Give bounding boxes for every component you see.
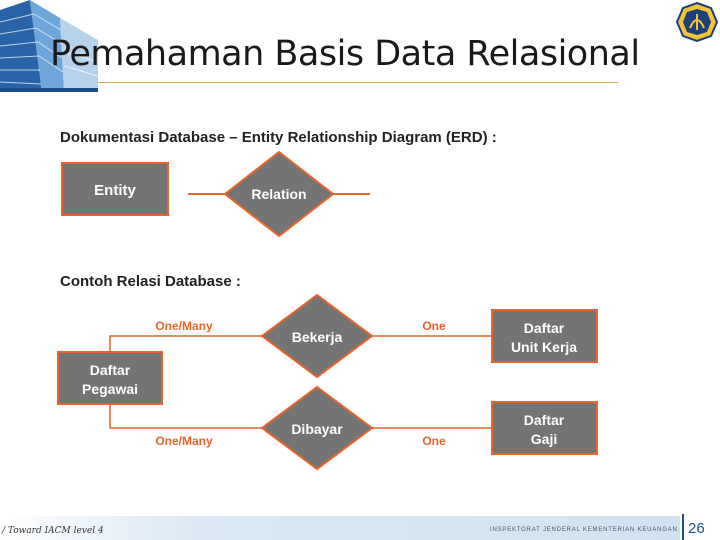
slide-title: Pemahaman Basis Data Relasional: [50, 34, 640, 74]
ministry-emblem-icon: [676, 2, 718, 42]
title-underline: [98, 82, 618, 83]
relation-bekerja: Bekerja: [260, 293, 374, 379]
cardinality-bekerja-right: One: [422, 319, 446, 333]
entity-daftar-gaji: Daftar Gaji: [491, 401, 598, 455]
footer-divider: [682, 514, 684, 540]
entity-daftar-unit-kerja: Daftar Unit Kerja: [491, 309, 598, 363]
entity-daftar-unit-kerja-line1: Daftar: [524, 320, 565, 336]
entity-daftar-pegawai-line2: Pegawai: [82, 381, 138, 397]
page-number: 26: [688, 520, 705, 537]
legend-entity-label: Entity: [94, 182, 136, 199]
example-connectors: [109, 335, 492, 429]
entity-daftar-gaji-line2: Gaji: [531, 431, 557, 447]
legend-relation: Relation: [223, 150, 335, 238]
erd-heading: Dokumentasi Database – Entity Relationsh…: [60, 129, 497, 146]
entity-daftar-gaji-line1: Daftar: [524, 412, 565, 428]
footer-organization: INSPEKTORAT JENDERAL KEMENTERIAN KEUANGA…: [490, 527, 678, 533]
entity-daftar-unit-kerja-line2: Unit Kerja: [511, 339, 577, 355]
cardinality-dibayar-right: One: [422, 434, 446, 448]
example-heading: Contoh Relasi Database :: [60, 273, 241, 290]
legend-relation-label: Relation: [251, 186, 306, 202]
footer-band: [0, 516, 680, 540]
relation-dibayar: Dibayar: [260, 385, 374, 471]
building-image: [0, 0, 98, 92]
cardinality-bekerja-left: One/Many: [155, 319, 213, 333]
legend-entity: Entity: [61, 162, 169, 216]
relation-bekerja-label: Bekerja: [292, 329, 343, 345]
cardinality-dibayar-left: One/Many: [155, 434, 213, 448]
footer-tagline: / Toward IACM level 4: [2, 526, 104, 536]
entity-daftar-pegawai-line1: Daftar: [90, 362, 131, 378]
entity-daftar-pegawai: Daftar Pegawai: [57, 351, 163, 405]
relation-dibayar-label: Dibayar: [291, 421, 343, 437]
